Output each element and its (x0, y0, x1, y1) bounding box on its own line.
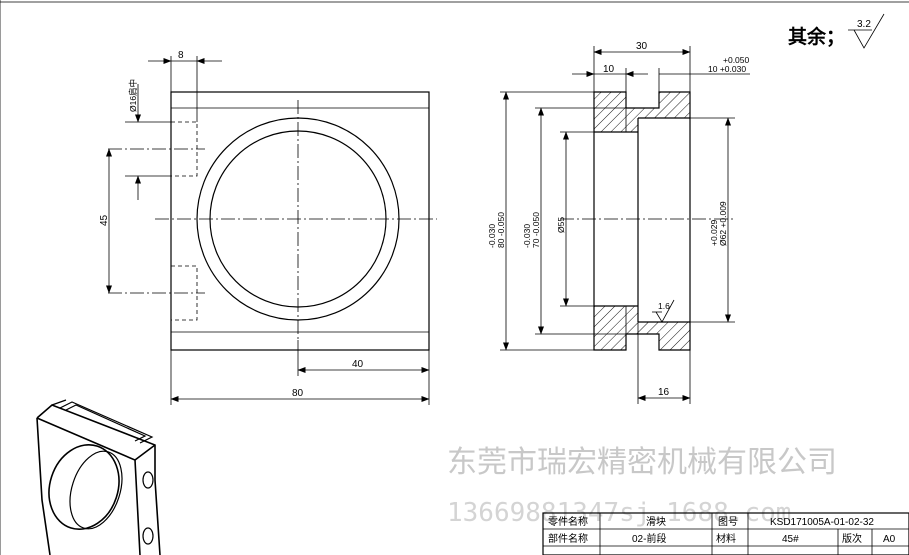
dim-hole-dia: Ø16肩中 (128, 79, 138, 112)
tb-version: A0 (883, 534, 896, 545)
dim-width: 30 (636, 41, 648, 52)
tb-version-label: 版次 (842, 532, 862, 545)
dim-right-dia: Ø62 +0.009 (718, 201, 728, 246)
front-outline (170, 91, 430, 351)
title-block: 零件名称 滑块 图号 KSD171005A-01-02-32 部件名称 02-前… (542, 512, 909, 555)
dim-step: 10 (603, 64, 615, 75)
dim-outer-tol: 80 -0.050 (496, 212, 506, 248)
dim-outer-tol-upper: -0.030 (487, 224, 497, 248)
watermark-company: 东莞市瑞宏精密机械有限公司 (447, 445, 837, 480)
tb-drawing-no: KSD171005A-01-02-32 (770, 517, 874, 528)
tb-part-name: 滑块 (646, 516, 666, 528)
tb-material: 45# (782, 534, 799, 545)
dim-step-tol: 10 +0.030 (708, 64, 746, 74)
dim-offset: 40 (352, 359, 364, 370)
dim-tol-upper: +0.050 (723, 55, 750, 65)
rough-note-label: 其余； (788, 25, 845, 48)
tb-component: 02-前段 (632, 532, 666, 545)
dim-hole-spacing: 45 (99, 214, 110, 226)
dim-bore-tol: 70 -0.050 (531, 212, 541, 248)
tb-material-label: 材料 (716, 532, 736, 545)
dim-top-width: 8 (178, 50, 184, 61)
rough-note-value: 3.2 (857, 19, 871, 30)
roughness-note: 其余； 3.2 (788, 13, 885, 49)
dim-total-width: 80 (292, 388, 304, 399)
dim-right-dia-upper: +0.029 (709, 219, 719, 246)
tb-part-name-label: 零件名称 (548, 515, 588, 528)
front-view: 8 Ø16肩中 45 40 80 (99, 50, 437, 405)
dim-bore-tol-upper: -0.030 (522, 224, 532, 248)
dim-inner: Ø55 (556, 217, 566, 233)
dim-bottom-width: 16 (658, 387, 670, 398)
isometric-view (36, 399, 161, 555)
section-view: 30 10 +0.050 10 +0.030 -0.030 80 -0.050 … (487, 41, 750, 404)
tb-component-label: 部件名称 (548, 532, 588, 545)
tb-drawing-no-label: 图号 (718, 516, 738, 528)
watermark: 东莞市瑞宏精密机械有限公司 13669881347sj.1688.com (447, 445, 837, 528)
dim-rough: 1.6 (658, 301, 670, 311)
